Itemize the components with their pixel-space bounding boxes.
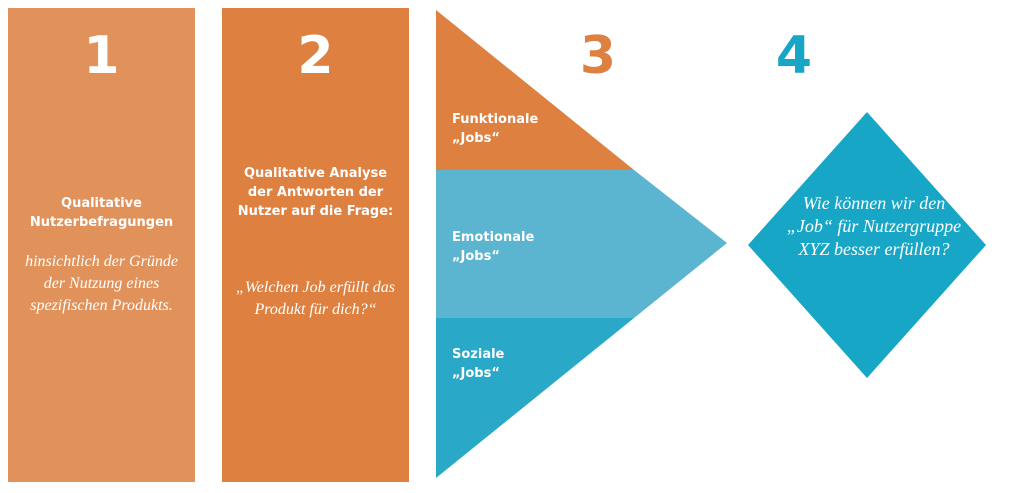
step-1-heading: Qualitative Nutzerbefragungen bbox=[29, 196, 174, 230]
step-4-question: Wie können wir den „Job“ für Nutzergrupp… bbox=[786, 193, 962, 259]
step-1-panel: 1 Qualitative Nutzerbefragungen hinsicht… bbox=[8, 8, 195, 482]
step-1-number: 1 bbox=[83, 26, 120, 86]
segment-social-label: Soziale „Jobs“ bbox=[452, 347, 505, 381]
step-2-number: 2 bbox=[297, 26, 334, 86]
step-2-panel: 2 Qualitative Analyse der Antworten der … bbox=[222, 8, 409, 482]
segment-functional bbox=[436, 10, 634, 170]
step-4-diamond bbox=[748, 112, 986, 378]
segment-functional-label: Funktionale „Jobs“ bbox=[452, 112, 539, 146]
step-2-heading: Qualitative Analyse der Antworten der Nu… bbox=[237, 166, 394, 219]
segment-social bbox=[436, 318, 634, 478]
step-3-number: 3 bbox=[579, 26, 617, 86]
step-1-description: hinsichtlich der Gründe der Nutzung eine… bbox=[25, 253, 178, 314]
step-2-question: „Welchen Job erfüllt das Produkt für dic… bbox=[236, 279, 395, 318]
step-4-number: 4 bbox=[775, 26, 813, 86]
segment-emotional bbox=[436, 170, 727, 318]
segment-emotional-label: Emotionale „Jobs“ bbox=[452, 230, 535, 264]
